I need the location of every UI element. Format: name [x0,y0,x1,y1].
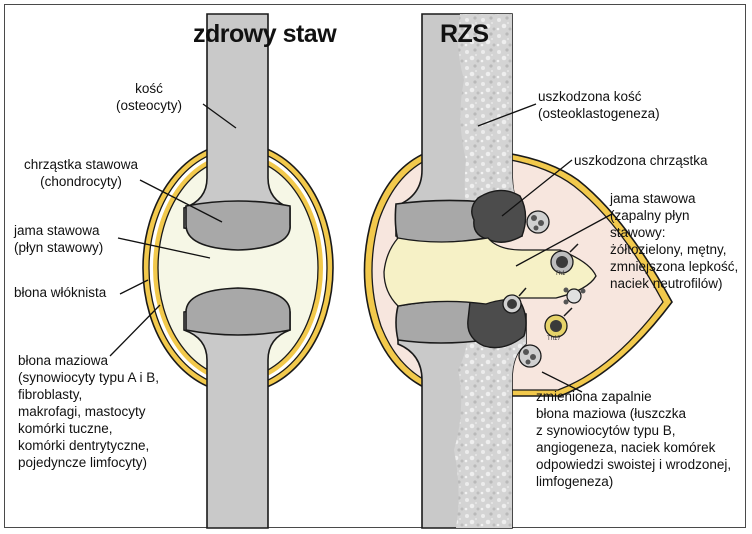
label-healthy-synovium-line-3: fibroblasty, [18,386,159,403]
label-ra-synovium-line-5: odpowiedzi swoistej i wrodzonej, [536,456,731,473]
label-healthy-fibrous-line-1: błona włóknista [14,284,106,301]
label-ra-cavity-line-5: zmniejszona lepkość, [610,258,738,275]
label-healthy-cartilage-line-1: chrząstka stawowa [24,156,138,173]
label-ra-cartilage-line-1: uszkodzona chrząstka [574,152,708,169]
label-healthy-synovium-line-4: makrofagi, mastocyty [18,403,159,420]
label-ra-cavity-line-2: (zapalny płyn [610,207,738,224]
label-healthy-bone: kość (osteocyty) [116,80,182,114]
label-healthy-cavity-line-1: jama stawowa [14,222,103,239]
healthy-lower-cartilage [186,288,290,335]
label-ra-bone: uszkodzona kość (osteoklastogeneza) [538,88,660,122]
label-ra-cavity-line-3: stawowy: [610,224,738,241]
label-healthy-cavity: jama stawowa (płyn stawowy) [14,222,103,256]
label-ra-synovium-line-3: z synowiocytów typu B, [536,422,731,439]
label-healthy-synovium: błona maziowa (synowiocyty typu A i B, f… [18,352,159,471]
label-ra-bone-line-1: uszkodzona kość [538,88,660,105]
label-healthy-cartilage-line-2: (chondrocyty) [24,173,138,190]
ra-upper-damaged-cartilage [472,190,526,242]
title-healthy-joint: zdrowy staw [193,20,336,49]
label-healthy-bone-line-2: (osteocyty) [116,97,182,114]
cell-label-th1: Th1 [555,271,566,277]
immune-cell-1 [527,211,549,233]
label-ra-cavity-line-1: jama stawowa [610,190,738,207]
title-ra-joint: RZS [440,20,489,49]
healthy-upper-cartilage [186,201,290,250]
label-ra-synovium-line-6: limfogeneza) [536,473,731,490]
label-ra-synovium-line-4: angiogeneza, naciek komórek [536,439,731,456]
label-ra-cavity-line-6: naciek neutrofilów) [610,275,738,292]
label-healthy-bone-line-1: kość [116,80,182,97]
label-healthy-synovium-line-2: (synowiocyty typu A i B, [18,369,159,386]
label-healthy-synovium-line-7: pojedyncze limfocyty) [18,454,159,471]
label-ra-synovium-line-1: zmieniona zapalnie [536,388,731,405]
cell-label-th17: Th17 [547,336,561,342]
label-healthy-synovium-line-6: komórki dentrytyczne, [18,437,159,454]
label-ra-cavity: jama stawowa (zapalny płyn stawowy: żółt… [610,190,738,292]
label-healthy-cavity-line-2: (płyn stawowy) [14,239,103,256]
label-healthy-synovium-line-1: błona maziowa [18,352,159,369]
label-ra-synovium-line-2: błona maziowa (łuszczka [536,405,731,422]
label-healthy-synovium-line-5: komórki tuczne, [18,420,159,437]
label-healthy-cartilage: chrząstka stawowa (chondrocyty) [24,156,138,190]
label-healthy-fibrous-membrane: błona włóknista [14,284,106,301]
label-ra-cartilage: uszkodzona chrząstka [574,152,708,169]
leader-healthy-synovium [110,305,160,356]
healthy-lower-bone [184,307,290,528]
immune-cell-6 [519,345,541,367]
label-ra-synovium: zmieniona zapalnie błona maziowa (łuszcz… [536,388,731,490]
label-ra-cavity-line-4: żółtozielony, mętny, [610,241,738,258]
label-ra-bone-line-2: (osteoklastogeneza) [538,105,660,122]
ra-lower-bone-erosion [454,326,526,528]
